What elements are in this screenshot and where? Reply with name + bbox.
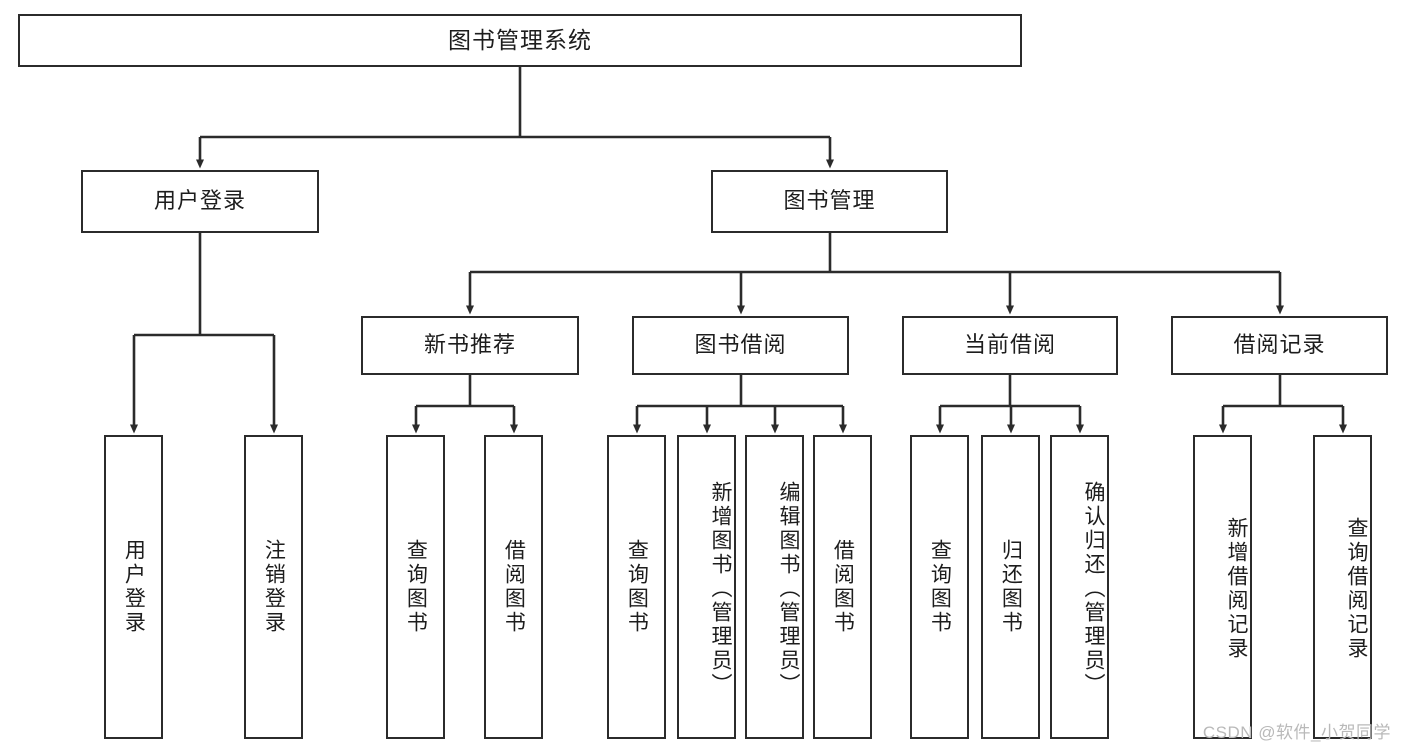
node-label: 查询借阅记录 [1345,517,1368,661]
node-l2[interactable]: 注销登录 [244,435,303,739]
node-l13[interactable]: 查询借阅记录 [1313,435,1372,739]
node-label: 查询图书 [404,539,428,635]
node-label: 图书借阅 [694,332,787,358]
node-l5[interactable]: 查询图书 [607,435,666,739]
node-label: 用户登录 [153,188,246,214]
node-l11[interactable]: 确认归还（管理员） [1050,435,1109,739]
node-label: 当前借阅 [963,332,1056,358]
node-label: 新书推荐 [423,332,516,358]
node-label: 查询图书 [625,539,649,635]
node-label: 编辑图书（管理员） [777,481,800,697]
node-l1[interactable]: 用户登录 [104,435,163,739]
node-label: 归还图书 [999,539,1023,635]
node-label: 注销登录 [262,539,286,635]
node-l9[interactable]: 查询图书 [910,435,969,739]
node-newbook[interactable]: 新书推荐 [361,316,579,375]
node-l7[interactable]: 编辑图书（管理员） [745,435,804,739]
node-root[interactable]: 图书管理系统 [18,14,1022,67]
node-label: 借阅图书 [502,539,526,635]
node-label: 借阅图书 [831,539,855,635]
node-login[interactable]: 用户登录 [81,170,319,233]
watermark: CSDN @软件_小贺同学 [1202,723,1391,742]
node-l12[interactable]: 新增借阅记录 [1193,435,1252,739]
node-l10[interactable]: 归还图书 [981,435,1040,739]
node-bookmgmt[interactable]: 图书管理 [711,170,948,233]
node-label: 确认归还（管理员） [1082,481,1105,697]
node-records[interactable]: 借阅记录 [1171,316,1388,375]
node-label: 图书管理 [783,188,876,214]
node-borrow[interactable]: 图书借阅 [632,316,849,375]
node-l6[interactable]: 新增图书（管理员） [677,435,736,739]
node-current[interactable]: 当前借阅 [902,316,1118,375]
node-l4[interactable]: 借阅图书 [484,435,543,739]
node-l3[interactable]: 查询图书 [386,435,445,739]
node-label: 查询图书 [928,539,952,635]
node-label: 新增图书（管理员） [709,481,732,697]
node-label: 新增借阅记录 [1225,517,1248,661]
node-l8[interactable]: 借阅图书 [813,435,872,739]
node-label: 图书管理系统 [448,26,592,53]
node-label: 用户登录 [122,539,146,635]
node-label: 借阅记录 [1233,332,1326,358]
